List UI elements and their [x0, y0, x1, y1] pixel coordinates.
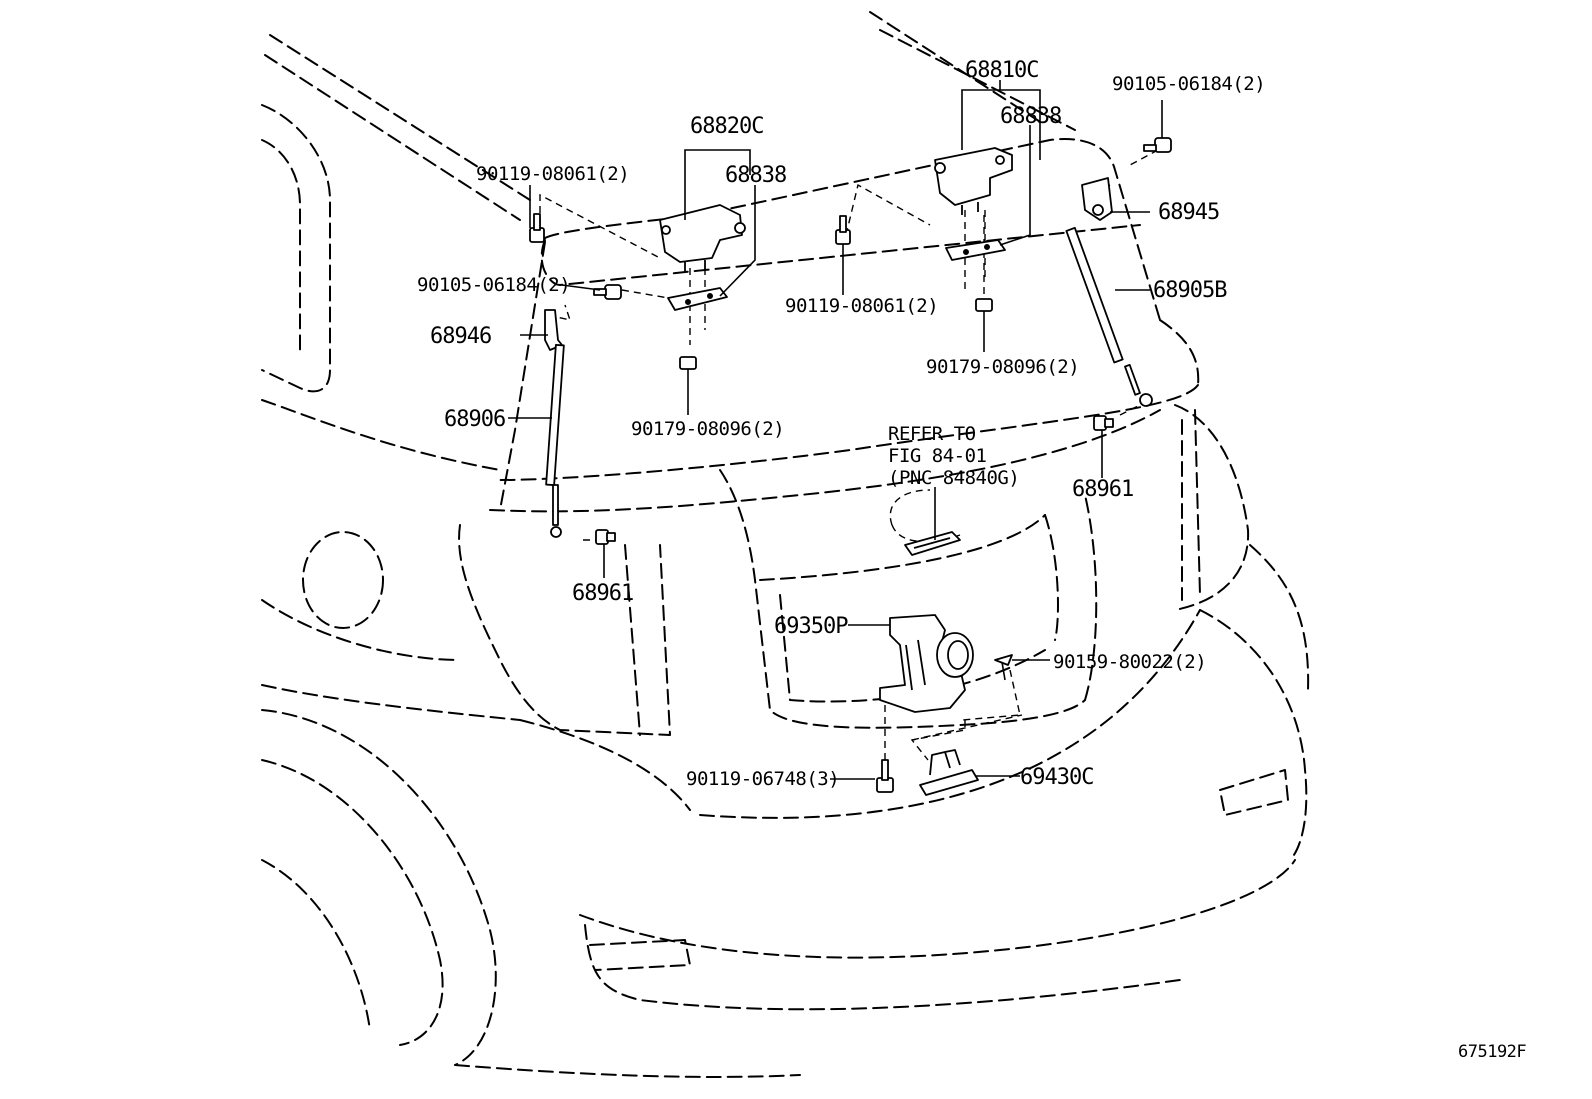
callout-68810c: 68810C: [965, 58, 1038, 83]
callout-labels: 68810C 68838 90105-06184(2) 68945 68905B…: [417, 58, 1527, 1062]
screw-90159: [994, 654, 1013, 681]
ball-stud-68961-right: [1093, 415, 1114, 431]
lock-assembly-69350p: [879, 614, 974, 713]
callout-90179-right: 90179-08096(2): [926, 356, 1079, 378]
refer-note-line-1: REFER TO: [888, 423, 976, 445]
callout-68906: 68906: [444, 407, 505, 432]
callout-90105-top: 90105-06184(2): [1112, 73, 1265, 95]
callout-90179-left: 90179-08096(2): [631, 418, 784, 440]
callout-68820c: 68820C: [690, 114, 763, 139]
nut-90179-right: [975, 298, 993, 312]
callout-68945: 68945: [1158, 200, 1219, 225]
bolt-90105-top: [1143, 137, 1172, 153]
callout-69430c: 69430C: [1020, 765, 1093, 790]
handle-ref-part: [904, 531, 961, 556]
callout-69350p: 69350P: [774, 614, 848, 639]
refer-note-line-2: FIG 84-01: [888, 445, 987, 467]
callout-68961-right: 68961: [1072, 477, 1133, 502]
bolt-90105-left: [593, 284, 622, 300]
right-hinge-part: [934, 147, 1013, 261]
callout-90105-left: 90105-06184(2): [417, 274, 570, 296]
figure-id: 675192F: [1458, 1042, 1526, 1062]
bracket-68945: [1081, 177, 1113, 221]
callout-90119-bottom: 90119-06748(3): [686, 768, 839, 790]
callout-90119-center: 90119-08061(2): [785, 295, 938, 317]
strut-68905b: [1065, 226, 1153, 407]
bracket-68946: [544, 309, 563, 351]
leader-lines: [508, 80, 1163, 780]
strut-68906: [545, 343, 565, 538]
callout-90159: 90159-80022(2): [1053, 651, 1206, 673]
refer-note-line-3: (PNC 84840G): [888, 467, 1019, 489]
bolt-90119-bottom: [876, 759, 894, 793]
callout-68838-right: 68838: [1000, 104, 1061, 129]
ball-stud-68961-left: [595, 529, 616, 545]
left-hinge-part: [659, 204, 746, 311]
striker-69430c: [919, 749, 979, 796]
nut-90179-left: [679, 356, 697, 370]
bolt-90119-left: [529, 213, 545, 243]
callout-68961-left: 68961: [572, 581, 633, 606]
bolt-90119-center: [835, 215, 851, 245]
callout-90119-left: 90119-08061(2): [476, 163, 629, 185]
callout-68838-left: 68838: [725, 163, 786, 188]
callout-68946: 68946: [430, 324, 491, 349]
callout-68905b: 68905B: [1153, 278, 1227, 303]
